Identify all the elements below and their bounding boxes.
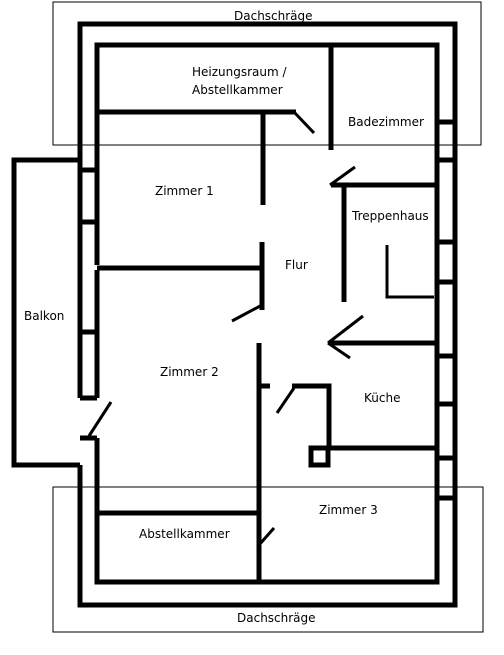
storage-door [257, 527, 276, 546]
roof-slope-bottom-outline [52, 486, 484, 633]
right-windows [437, 119, 455, 501]
label-room2: Zimmer 2 [160, 365, 219, 379]
balcony-outline [11, 157, 80, 468]
label-stairwell: Treppenhaus [351, 209, 429, 223]
label-storage: Abstellkammer [139, 527, 230, 541]
label-heating-room-line1: Heizungsraum / [192, 65, 288, 79]
label-hallway: Flur [285, 258, 308, 272]
kitchen-wall-left [292, 383, 332, 448]
heating-room-door [292, 110, 316, 135]
kitchen-door-2 [275, 387, 296, 414]
label-room3: Zimmer 3 [319, 503, 378, 517]
bathroom-door [329, 165, 356, 187]
label-bathroom: Badezimmer [348, 115, 424, 129]
roof-slope-top-outline [52, 1, 482, 146]
label-balcony: Balkon [24, 309, 64, 323]
label-room1: Zimmer 1 [155, 184, 214, 198]
outer-walls [77, 21, 458, 608]
label-heating-room-line2: Abstellkammer [192, 83, 283, 97]
balcony-door [87, 401, 113, 437]
chimney [308, 445, 331, 468]
left-windows [80, 167, 97, 335]
kitchen-door [327, 314, 364, 345]
label-roof-slope-top: Dachschräge [234, 9, 313, 23]
label-kitchen: Küche [364, 391, 400, 405]
room1-door [231, 303, 263, 323]
label-roof-slope-bottom: Dachschräge [237, 611, 316, 625]
stair-railing [385, 245, 434, 299]
